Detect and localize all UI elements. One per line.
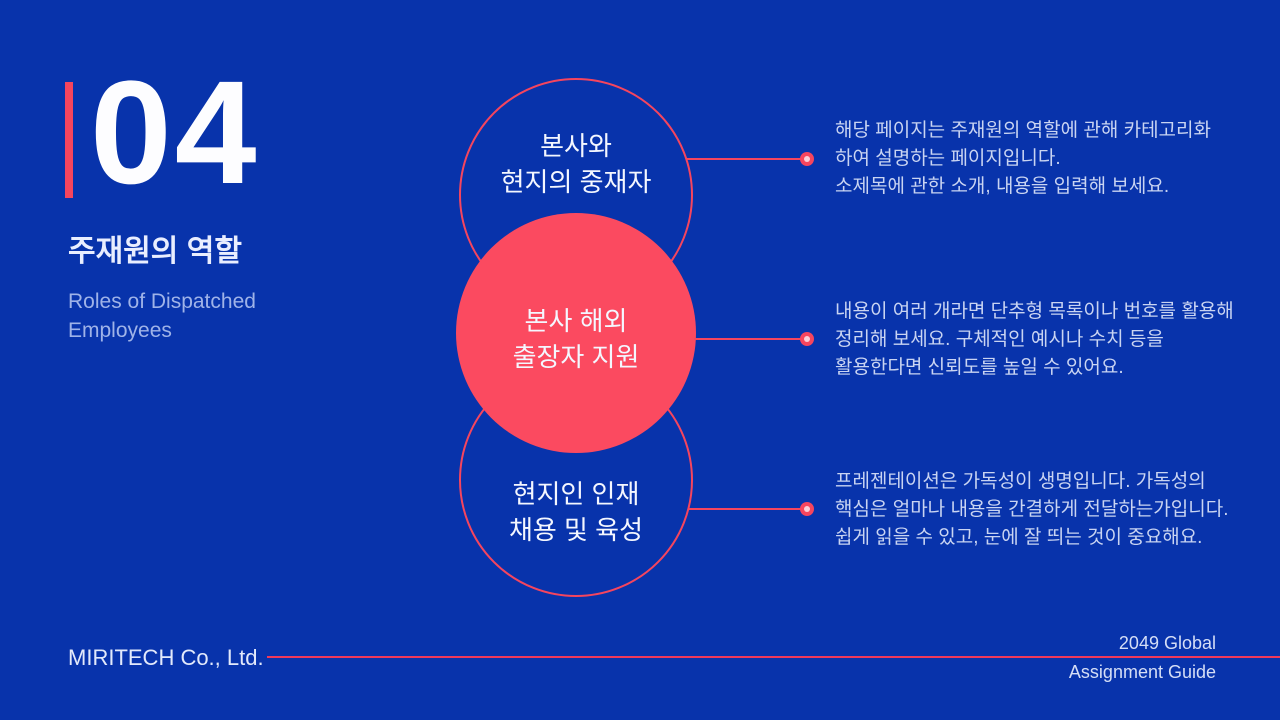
connector-dot-middle [800,332,814,346]
diagram-node-local-talent: 현지인 인재 채용 및 육성 [459,363,693,597]
connector-dot-center [804,156,810,162]
diagram-node-label-line: 본사 해외 [524,306,628,336]
connector-dot-center [804,336,810,342]
diagram-node-label-line: 본사와 [540,131,612,161]
connector-line-bottom [688,508,801,510]
annotation-line: 하여 설명하는 페이지입니다. [835,148,1061,169]
diagram-node-traveler-support: 본사 해외 출장자 지원 [456,213,696,453]
footer-company-name: MIRITECH Co., Ltd. [68,645,264,670]
footer-doc-line2: Assignment Guide [1068,662,1216,682]
annotation-line: 쉽게 읽을 수 있고, 눈에 잘 띄는 것이 중요해요. [835,527,1203,548]
annotation-line: 활용한다면 신뢰도를 높일 수 있어요. [835,357,1124,378]
diagram-node-label-line: 출장자 지원 [512,342,640,372]
annotation-line: 해당 페이지는 주재원의 역할에 관해 카테고리화 [835,120,1211,141]
slide-subtitle: Roles of Dispatched Employees [68,290,256,342]
diagram-node-label-line: 현지의 중재자 [500,167,652,197]
diagram-node-label-line: 채용 및 육성 [508,515,644,545]
connector-dot-center [804,506,810,512]
annotation-middle: 내용이 여러 개라면 단추형 목록이나 번호를 활용해 정리해 보세요. 구체적… [835,298,1255,382]
connector-line-middle [694,338,801,340]
section-number: 04 [90,51,260,215]
annotation-line: 내용이 여러 개라면 단추형 목록이나 번호를 활용해 [835,301,1234,322]
footer-divider-line [267,656,1280,658]
footer-doc-line1: 2049 Global [1118,633,1216,653]
slide-title: 주재원의 역할 [68,235,242,268]
footer-document-title: 2049 Global Assignment Guide [1069,629,1216,687]
connector-dot-top [800,152,814,166]
accent-bar [65,82,73,198]
connector-dot-bottom [800,502,814,516]
annotation-line: 정리해 보세요. 구체적인 예시나 수치 등을 [835,329,1164,350]
annotation-bottom: 프레젠테이션은 가독성이 생명입니다. 가독성의 핵심은 얼마나 내용을 간결하… [835,468,1255,552]
annotation-line: 프레젠테이션은 가독성이 생명입니다. 가독성의 [835,471,1206,492]
annotation-top: 해당 페이지는 주재원의 역할에 관해 카테고리화 하여 설명하는 페이지입니다… [835,117,1255,201]
annotation-line: 핵심은 얼마나 내용을 간결하게 전달하는가입니다. [835,499,1229,520]
connector-line-top [687,158,801,160]
annotation-line: 소제목에 관한 소개, 내용을 입력해 보세요. [835,176,1170,197]
diagram-node-label-line: 현지인 인재 [512,479,640,509]
